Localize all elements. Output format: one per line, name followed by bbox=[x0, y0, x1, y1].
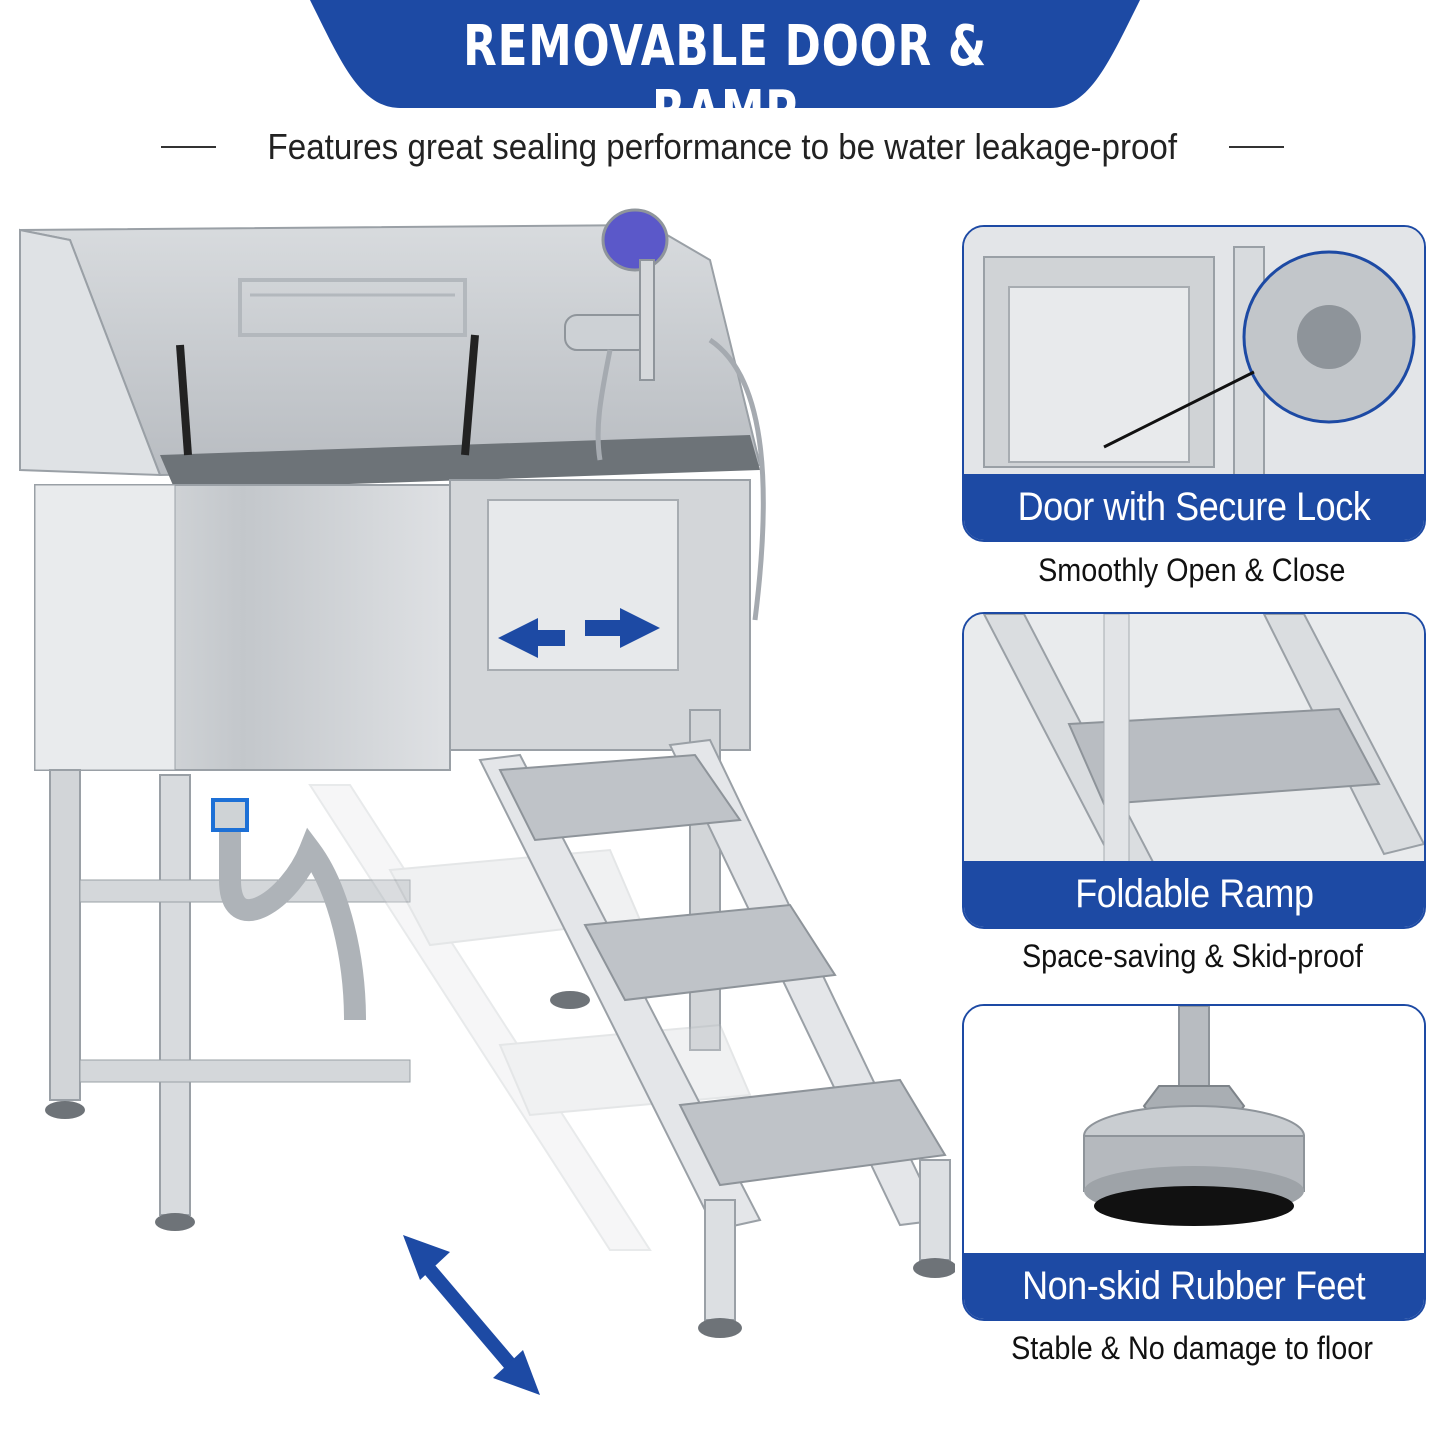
feature-title-ramp: Foldable Ramp bbox=[964, 861, 1424, 927]
grooming-tub-illustration bbox=[10, 200, 957, 1410]
feature-panel-ramp: Foldable Ramp bbox=[962, 612, 1426, 929]
double-arrow-icon bbox=[498, 608, 660, 658]
divider-left bbox=[161, 146, 217, 148]
feature-subtitle-door: Smoothly Open & Close bbox=[1038, 552, 1346, 588]
rubber-foot-illustration bbox=[964, 1006, 1424, 1256]
door-lock-illustration bbox=[964, 227, 1424, 477]
feature-panel-feet: Non-skid Rubber Feet bbox=[962, 1004, 1426, 1321]
title-banner: REMOVABLE DOOR & RAMP bbox=[310, 0, 1140, 144]
feature-panel-door: Door with Secure Lock bbox=[962, 225, 1426, 542]
diagonal-double-arrow-icon bbox=[403, 1235, 540, 1395]
divider-right bbox=[1228, 146, 1284, 148]
ramp-step-illustration bbox=[964, 614, 1424, 864]
banner-shape bbox=[310, 0, 1140, 108]
feature-subtitle-ramp: Space-saving & Skid-proof bbox=[1021, 938, 1363, 974]
feature-title-door: Door with Secure Lock bbox=[964, 474, 1424, 540]
page-subtitle: Features great sealing performance to be… bbox=[267, 126, 1178, 167]
feature-title-feet: Non-skid Rubber Feet bbox=[964, 1253, 1424, 1319]
subtitle-row: Features great sealing performance to be… bbox=[0, 122, 1445, 172]
feature-subtitle-feet: Stable & No damage to floor bbox=[1011, 1330, 1373, 1366]
page-title: REMOVABLE DOOR & RAMP bbox=[463, 14, 987, 144]
